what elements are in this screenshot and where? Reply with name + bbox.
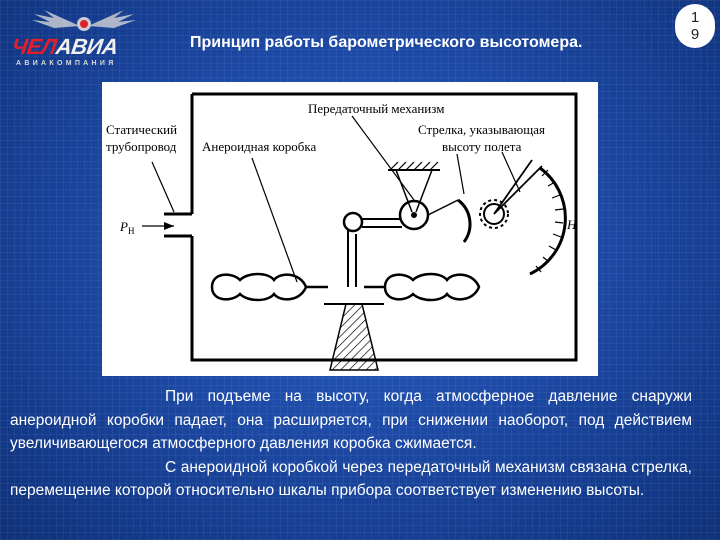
label-height: H	[566, 217, 577, 232]
logo-wordmark: ЧЕЛАВИА	[10, 34, 120, 59]
label-static-pipe-1: Статический	[106, 122, 177, 137]
wings-emblem-icon	[32, 10, 136, 31]
label-aneroid-box: Анероидная коробка	[202, 139, 317, 154]
aneroid-box	[210, 272, 481, 302]
paragraph-1: При подъеме на высоту, когда атмосферное…	[10, 388, 692, 452]
frame-strut-left	[395, 169, 413, 213]
logo-tagline: АВИАКОМПАНИЯ	[16, 60, 117, 67]
label-static-pipe-2: трубопровод	[106, 139, 177, 154]
leader-lines	[151, 115, 521, 283]
page-number-digit-1: 1	[690, 9, 700, 26]
altimeter-schematic: Статический трубопровод Анероидная короб…	[106, 92, 578, 371]
paragraph-2: С анероидной коробкой через передаточный…	[10, 458, 692, 500]
label-pressure: PH	[119, 219, 135, 236]
pinion-teeth	[479, 199, 509, 229]
dial-scale	[529, 166, 567, 276]
company-logo: ЧЕЛАВИА АВИАКОМПАНИЯ	[4, 4, 164, 70]
support-pedestal	[329, 303, 379, 371]
altimeter-diagram: Статический трубопровод Анероидная короб…	[102, 82, 598, 376]
description-text: При подъеме на высоту, когда атмосферное…	[10, 385, 692, 503]
page-number-digit-2: 9	[690, 26, 700, 43]
label-needle-1: Стрелка, указывающая	[418, 122, 545, 137]
frame-strut-right	[415, 169, 433, 213]
transmission-axis	[411, 212, 417, 218]
pivot-joint	[342, 211, 364, 233]
label-transmission: Передаточный механизм	[308, 101, 444, 116]
dial-ticks	[535, 169, 564, 273]
gear-sector	[457, 198, 472, 243]
label-needle-2: высоту полета	[442, 139, 522, 154]
page-title: Принцип работы барометрического высотоме…	[190, 34, 583, 51]
pressure-arrowhead	[164, 222, 174, 230]
sector-arm	[427, 199, 459, 216]
housing-outline	[190, 92, 578, 362]
needle	[493, 159, 543, 215]
page-number-badge: 1 9	[675, 4, 715, 48]
frame-mount-hatch	[389, 161, 439, 171]
